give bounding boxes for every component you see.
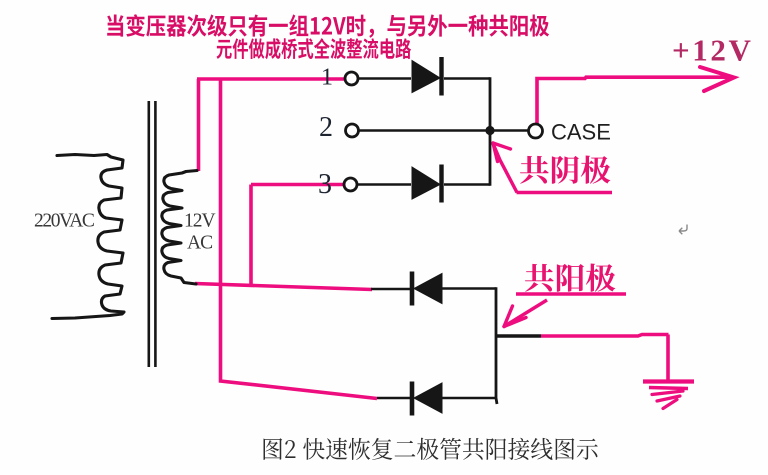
svg-text:2: 2 (319, 112, 333, 143)
svg-text:CASE: CASE (551, 120, 611, 145)
svg-text:12V: 12V (184, 211, 216, 232)
svg-text:AC: AC (187, 233, 212, 254)
svg-text:1: 1 (321, 65, 333, 91)
svg-text:+12V: +12V (672, 33, 753, 68)
svg-text:3: 3 (318, 169, 332, 200)
svg-text:220VAC: 220VAC (34, 211, 94, 232)
